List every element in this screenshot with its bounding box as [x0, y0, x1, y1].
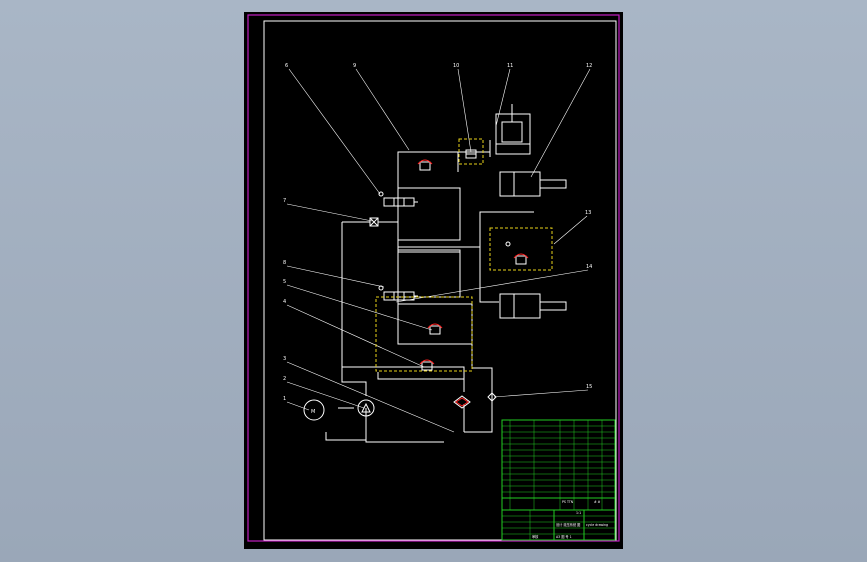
- dashed-box-bottom: [375, 296, 473, 372]
- callout-5: 5: [283, 279, 286, 285]
- title-sign-a: 审核: [532, 534, 539, 539]
- parts-header-right: # #: [594, 500, 601, 504]
- callout-8: 8: [283, 260, 286, 266]
- callout-2: 2: [283, 376, 286, 382]
- callout-12: 12: [586, 63, 592, 69]
- callout-14: 14: [586, 264, 592, 270]
- relief-valve-right: [505, 241, 529, 265]
- callout-labels: 6 9 10 11 12 7 13 8 14 5 4 3 2 1 15: [283, 63, 592, 402]
- callout-3: 3: [283, 356, 286, 362]
- title-scale: 1:1: [576, 511, 581, 515]
- cylinder-upper: [495, 104, 531, 155]
- title-sign-b: A3 图 号 1: [556, 534, 572, 539]
- dashed-box-top: [458, 138, 484, 165]
- parts-list-table: PS TTN # #: [501, 419, 616, 511]
- drawing-sheet: 6 9 10 11 12 7 13 8 14 5 4 3 2 1 15: [244, 12, 623, 549]
- callout-13: 13: [585, 210, 591, 216]
- parts-header-left: PS TTN: [562, 500, 574, 504]
- cylinder-middle: [499, 171, 567, 197]
- cylinder-lower: [499, 293, 567, 319]
- callout-15: 15: [586, 384, 592, 390]
- title-block: 1:1 设计 液压系统 图 cycle drawing 审核 A3 图 号 1: [501, 509, 616, 541]
- check-valve-left: [369, 217, 379, 227]
- inner-frame: [263, 20, 617, 541]
- circuit-lines: [325, 140, 534, 443]
- title-drawing-name: cycle drawing: [586, 523, 608, 527]
- callout-1: 1: [283, 396, 286, 402]
- shuttle-valve-top: [465, 149, 477, 159]
- callout-6: 6: [285, 63, 288, 69]
- callout-10: 10: [453, 63, 459, 69]
- callout-11: 11: [507, 63, 513, 69]
- valve-lower-lower: [419, 359, 435, 371]
- dashed-box-right: [489, 227, 553, 271]
- title-design-name: 设计 液压系统 图: [556, 522, 580, 527]
- hydraulic-schematic: 6 9 10 11 12 7 13 8 14 5 4 3 2 1 15: [247, 14, 620, 542]
- callout-4: 4: [283, 299, 286, 305]
- filter: [453, 395, 471, 409]
- outer-frame: [247, 14, 620, 542]
- relief-valve-top: [417, 159, 433, 171]
- motor-symbol: M: [311, 409, 315, 415]
- electric-motor: M: [303, 399, 325, 421]
- callout-7: 7: [283, 198, 286, 204]
- hydraulic-pump: [357, 399, 375, 417]
- directional-valve-lower: [378, 285, 418, 301]
- valve-lower-upper: [427, 323, 443, 335]
- check-valve-15: [487, 392, 497, 402]
- directional-valve-upper: [378, 191, 418, 207]
- callout-9: 9: [353, 63, 356, 69]
